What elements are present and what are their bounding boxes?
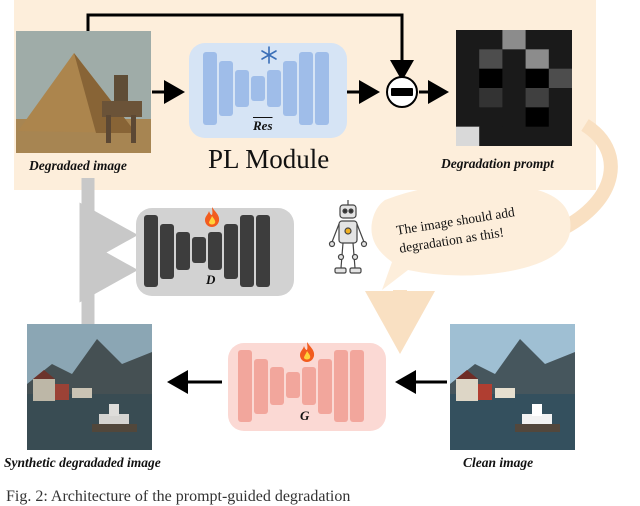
clean-image-label: Clean image [463, 455, 534, 470]
generator-label: G [300, 408, 310, 423]
d-layer [256, 215, 270, 287]
prompt-cell [479, 30, 503, 50]
robot-icon [328, 200, 368, 274]
g-layer [286, 372, 300, 398]
gray-arrows [79, 178, 138, 325]
prompt-cell [525, 126, 550, 147]
prompt-cell [548, 68, 573, 89]
prompt-cell [502, 88, 527, 108]
d-layer [208, 232, 222, 270]
orange-arrow [365, 119, 618, 354]
d-layer [144, 215, 158, 287]
prompt-cell [456, 49, 480, 70]
pl-layer [267, 70, 281, 107]
prompt-cell [548, 126, 573, 147]
synthetic-image-label: Synthetic degradaded image [4, 455, 161, 470]
prompt-cell [502, 49, 527, 70]
prompt-cell [525, 107, 550, 128]
degraded-image [16, 31, 151, 153]
g-layer [334, 350, 348, 422]
clean-image [450, 324, 575, 450]
prompt-cell [456, 126, 480, 147]
degraded-image-art [16, 31, 151, 153]
figure-caption: Fig. 2: Architecture of the prompt-guide… [6, 488, 351, 505]
pl-module-box [189, 43, 347, 138]
synthetic-image-art [27, 324, 152, 450]
prompt-cell [479, 126, 503, 147]
prompt-cell [525, 49, 550, 70]
d-layer [240, 215, 254, 287]
discriminator-label: D [206, 272, 216, 287]
clean-image-art [450, 324, 575, 450]
pl-layer [283, 61, 297, 116]
degradation-prompt-label: Degradation prompt [441, 156, 554, 171]
prompt-cell [548, 107, 573, 128]
pl-layer [219, 61, 233, 116]
d-layer [176, 232, 190, 270]
speech-bubble [371, 183, 571, 290]
synthetic-degraded-image [27, 324, 152, 450]
prompt-cell [525, 30, 550, 50]
degraded-image-label: Degradaed image [29, 158, 127, 173]
pl-layer [251, 76, 265, 101]
prompt-cell [502, 30, 527, 50]
res-label: Res [253, 118, 273, 133]
minus-circle-icon [386, 76, 418, 108]
prompt-cell [502, 126, 527, 147]
snowflake-icon [261, 46, 277, 64]
prompt-cell [525, 68, 550, 89]
g-layer [350, 350, 364, 422]
pl-layer [315, 52, 329, 125]
prompt-cell [456, 68, 480, 89]
prompt-cell [502, 107, 527, 128]
prompt-cell [479, 107, 503, 128]
g-layer [318, 359, 332, 414]
prompt-cell [502, 68, 527, 89]
prompt-cell [548, 49, 573, 70]
fire-icon [300, 342, 315, 362]
d-layer [192, 237, 206, 263]
prompt-cell [548, 88, 573, 108]
prompt-grid-cells [456, 30, 573, 147]
d-layer [224, 224, 238, 279]
prompt-cell [525, 88, 550, 108]
g-layer [254, 359, 268, 414]
pl-layer [203, 52, 217, 125]
pl-layer [299, 52, 313, 125]
d-layer [160, 224, 174, 279]
g-layer [238, 350, 252, 422]
g-layer [270, 367, 284, 405]
prompt-cell [456, 88, 480, 108]
prompt-cell [456, 30, 480, 50]
pl-module-title: PL Module [208, 144, 330, 174]
prompt-cell [548, 30, 573, 50]
degradation-prompt-grid [456, 30, 573, 147]
prompt-cell [456, 107, 480, 128]
prompt-cell [479, 68, 503, 89]
pl-layer [235, 70, 249, 107]
prompt-cell [479, 88, 503, 108]
prompt-cell [479, 49, 503, 70]
fire-icon [205, 207, 220, 227]
g-layer [302, 367, 316, 405]
